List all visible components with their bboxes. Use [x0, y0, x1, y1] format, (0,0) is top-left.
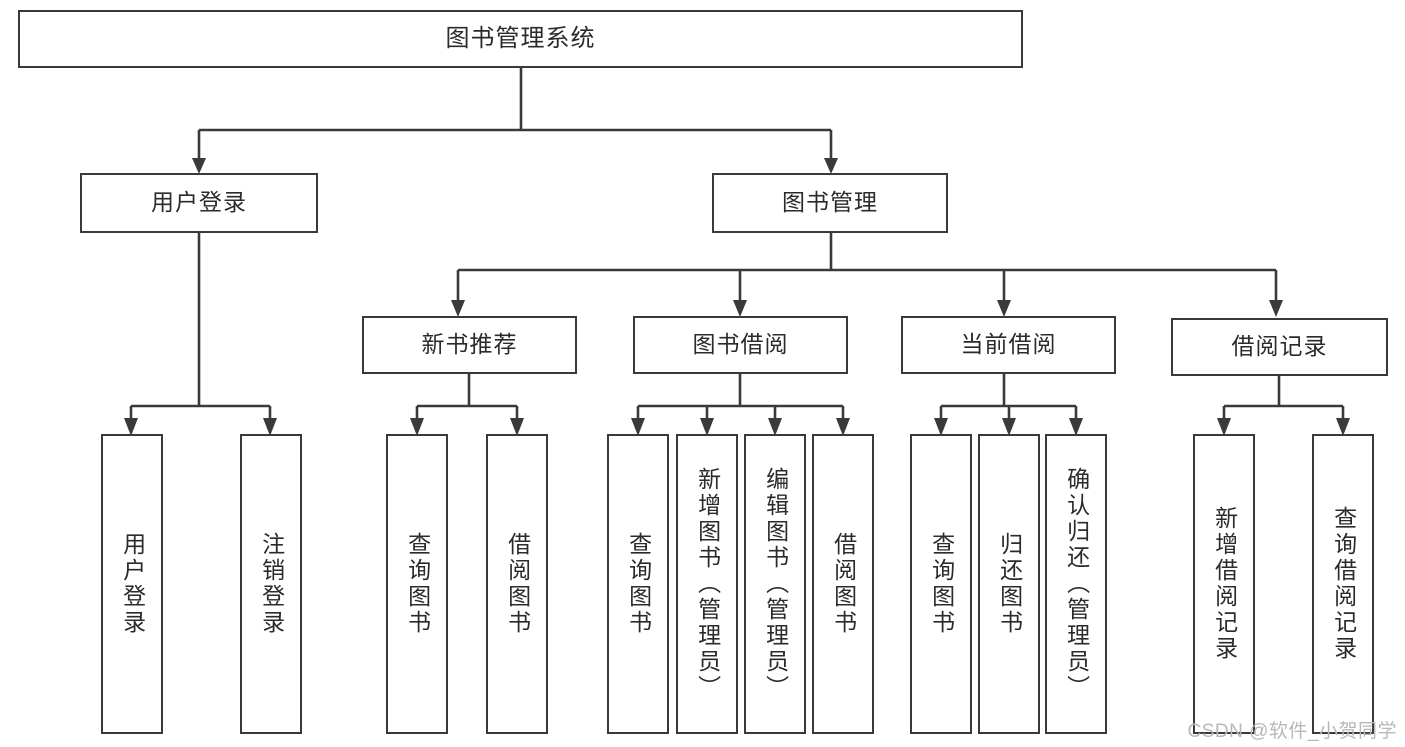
leaf-add-book-admin[interactable]: 新增图书（管理员）: [676, 434, 738, 734]
arrowhead-borrow-record: [1269, 300, 1283, 317]
arrowhead-book-manage: [824, 158, 838, 174]
leaf-borrow-book-recommend[interactable]: 借阅图书: [486, 434, 548, 734]
arrowhead-new-book: [451, 300, 465, 317]
leaf-edit-book-admin[interactable]: 编辑图书（管理员）: [744, 434, 806, 734]
arrowhead-book-borrow: [733, 300, 747, 317]
leaf-return-book[interactable]: 归还图书: [978, 434, 1040, 734]
node-user-login[interactable]: 用户登录: [80, 173, 318, 233]
leaf-confirm-return-admin[interactable]: 确认归还（管理员）: [1045, 434, 1107, 734]
node-root-system[interactable]: 图书管理系统: [18, 10, 1023, 68]
leaf-query-borrow-record[interactable]: 查询借阅记录: [1312, 434, 1374, 734]
watermark-text: CSDN @软件_小贺同学: [1187, 721, 1397, 742]
leaf-query-book-recommend[interactable]: 查询图书: [386, 434, 448, 734]
leaf-add-borrow-record[interactable]: 新增借阅记录: [1193, 434, 1255, 734]
node-new-book-recommend[interactable]: 新书推荐: [362, 316, 577, 374]
leaf-user-login[interactable]: 用户登录: [101, 434, 163, 734]
node-book-management[interactable]: 图书管理: [712, 173, 948, 233]
node-borrow-record[interactable]: 借阅记录: [1171, 318, 1388, 376]
node-current-borrow[interactable]: 当前借阅: [901, 316, 1116, 374]
arrowhead-user-login: [192, 158, 206, 174]
arrowhead-current-borrow: [997, 300, 1011, 317]
leaf-query-book-current[interactable]: 查询图书: [910, 434, 972, 734]
leaf-logout[interactable]: 注销登录: [240, 434, 302, 734]
node-book-borrow[interactable]: 图书借阅: [633, 316, 848, 374]
leaf-query-book-borrow[interactable]: 查询图书: [607, 434, 669, 734]
leaf-borrow-book[interactable]: 借阅图书: [812, 434, 874, 734]
